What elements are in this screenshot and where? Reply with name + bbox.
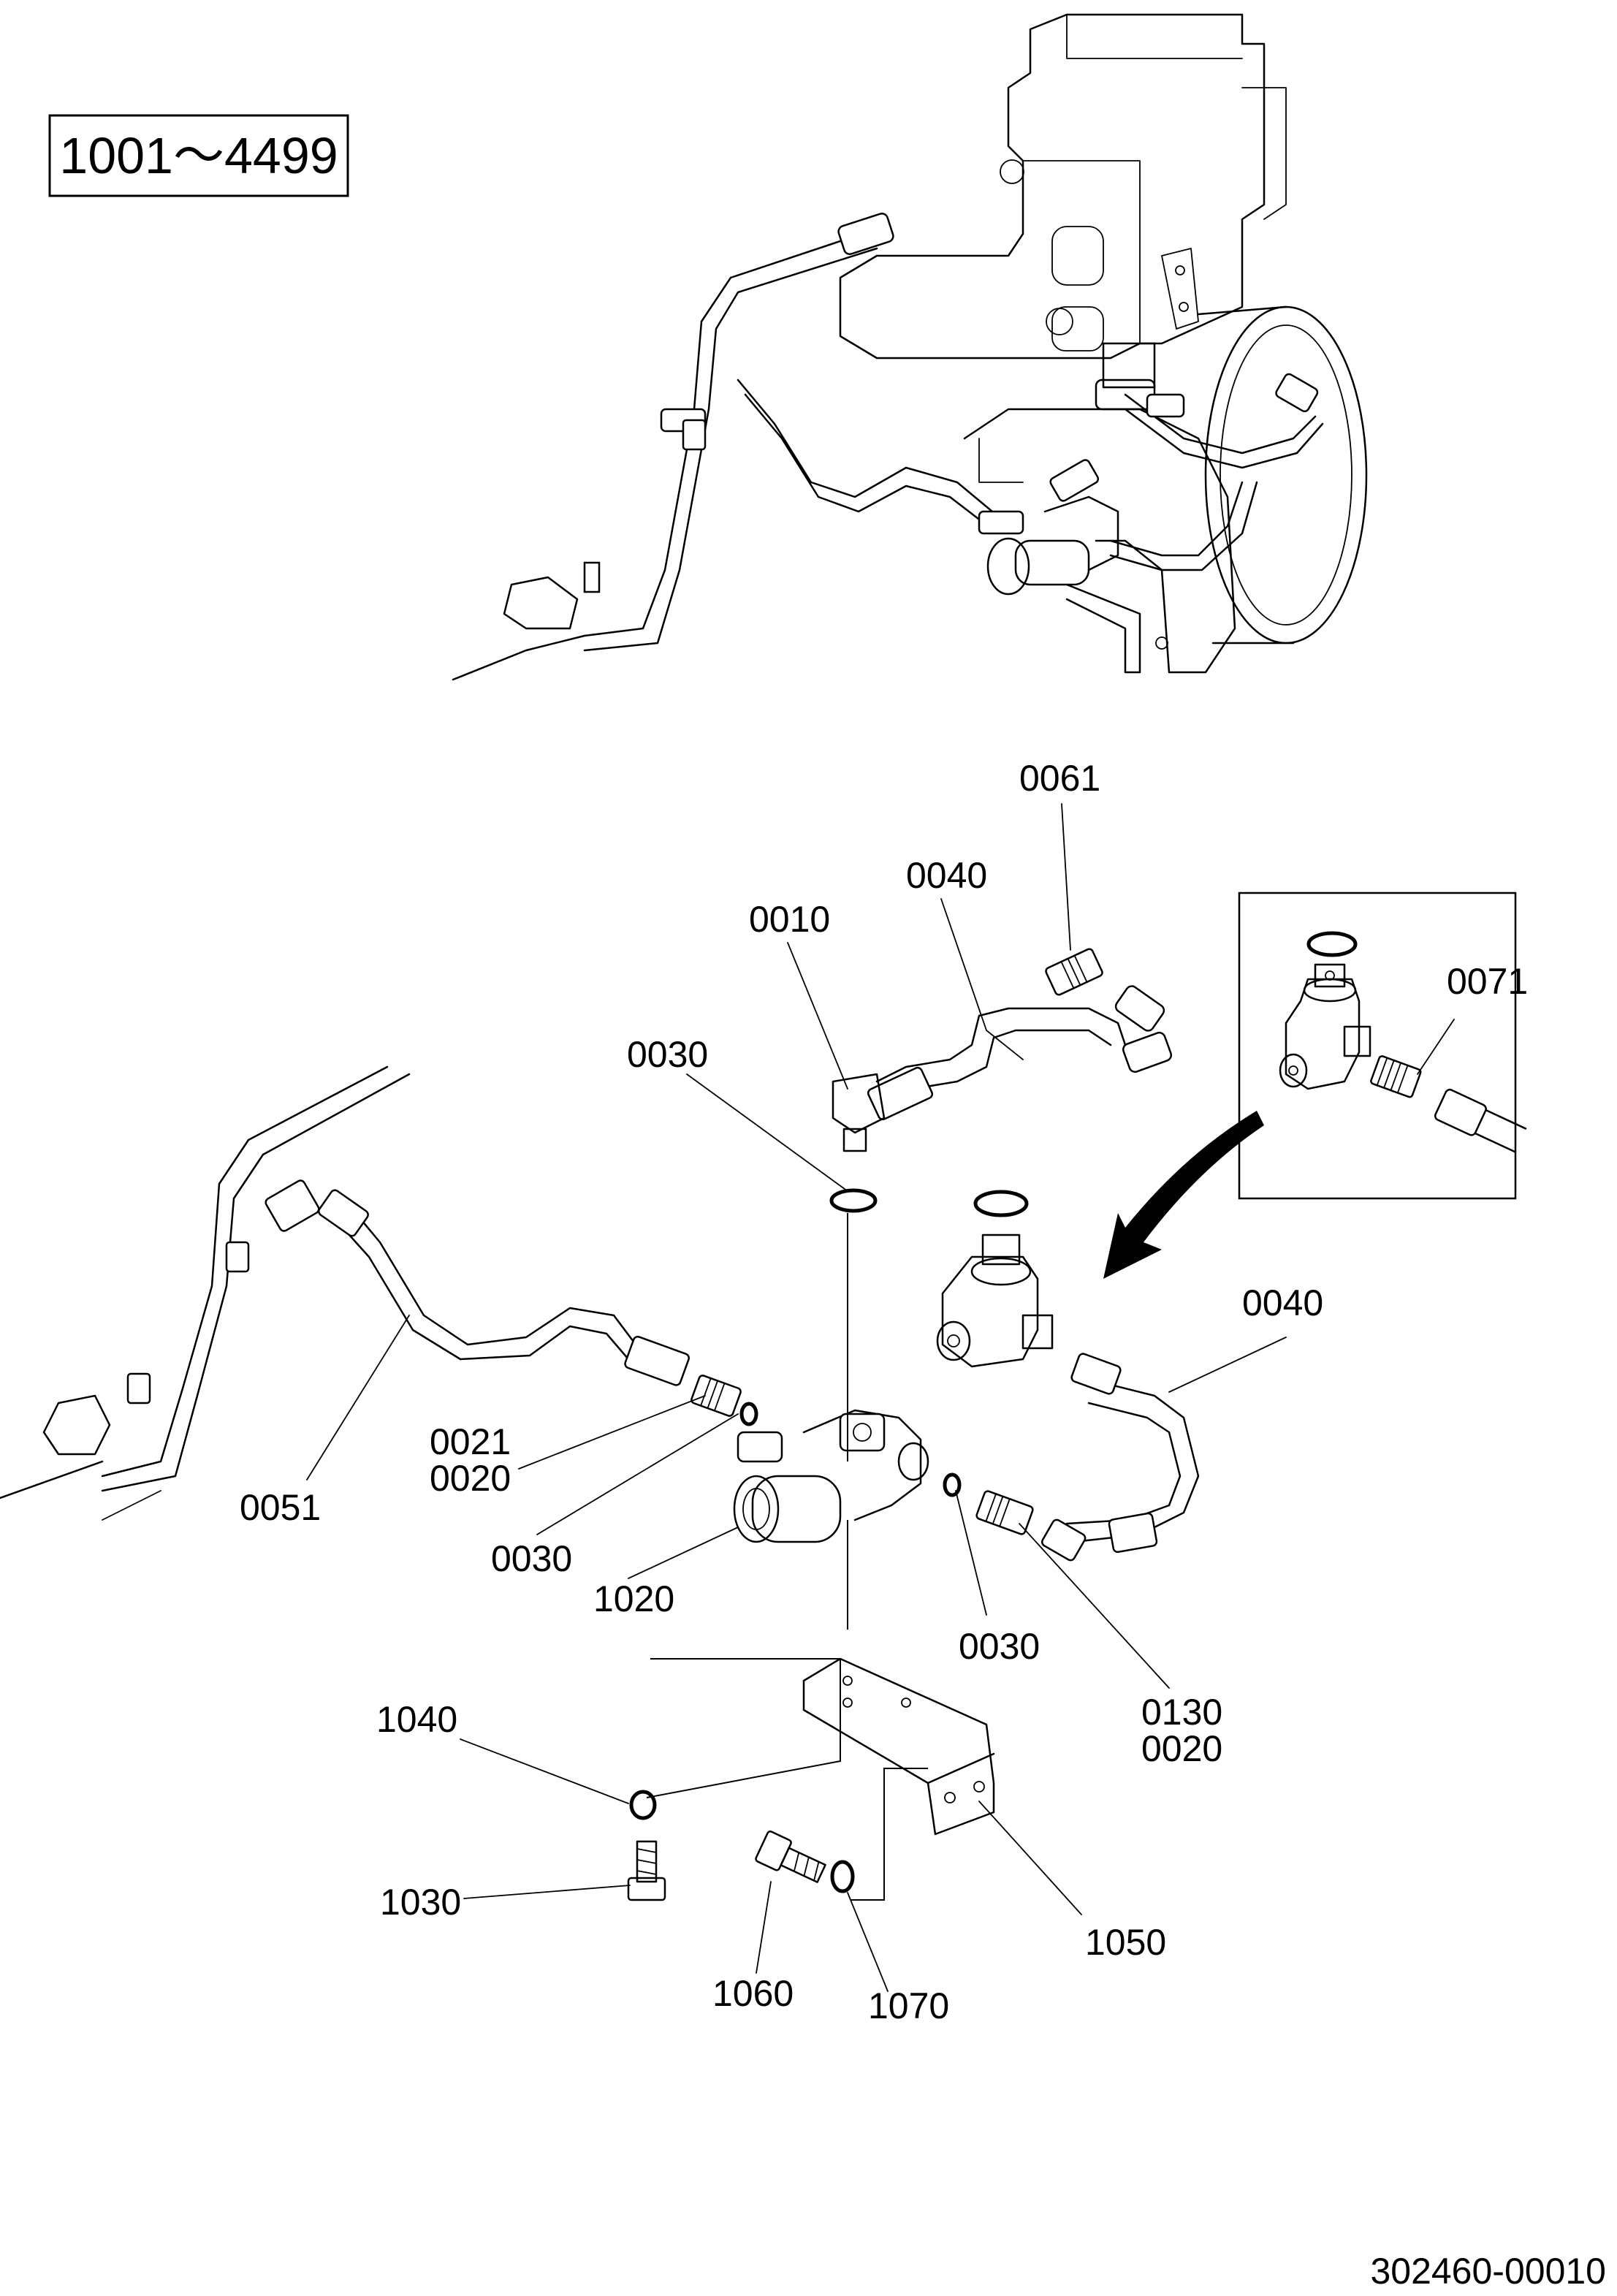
hose-0040-upper	[832, 948, 1173, 1152]
engine-outline-left	[0, 1065, 411, 1521]
callout-0061: 0061	[1019, 758, 1100, 799]
callout-0030-left: 0030	[491, 1538, 572, 1579]
bolt-1060	[755, 1831, 826, 1883]
washer-1040	[629, 1790, 657, 1820]
washer-1070	[830, 1860, 855, 1893]
callout-1040: 1040	[376, 1699, 457, 1740]
bracket-1050	[802, 1657, 995, 1836]
solenoid-valve-1020	[733, 1409, 929, 1543]
o-rings	[739, 1188, 1029, 1497]
callout-1050: 1050	[1085, 1922, 1166, 1963]
callout-labels: 0061 0040 0010 0030 0071 0040 0021 0020 …	[240, 758, 1528, 2026]
callout-0030-top: 0030	[627, 1034, 708, 1075]
callout-0051: 0051	[240, 1487, 321, 1528]
assembly-guides	[646, 1213, 928, 1901]
hose-0051	[265, 1179, 742, 1417]
callout-0040-lower: 0040	[1242, 1282, 1323, 1323]
callout-1070: 1070	[868, 1985, 949, 2026]
hose-0040-lower	[975, 1353, 1200, 1562]
assembly-overview-illustration	[452, 13, 1368, 681]
callout-0010: 0010	[749, 899, 830, 940]
o-ring-tee-top	[973, 1190, 1029, 1217]
drawing-number: 302460-00010	[1370, 2251, 1606, 2292]
callout-0020-right: 0020	[1141, 1728, 1222, 1769]
detail-inset	[1238, 892, 1527, 1200]
callout-0030-right: 0030	[959, 1626, 1040, 1667]
callout-1060: 1060	[712, 1973, 794, 2014]
detail-arrow	[1103, 1111, 1264, 1279]
callout-0021: 0021	[430, 1421, 511, 1462]
callout-0040-upper: 0040	[906, 855, 987, 896]
o-ring-0030-right	[943, 1472, 962, 1497]
tee-fitting	[936, 1233, 1054, 1368]
bolt-1030	[627, 1840, 666, 1901]
o-ring-0030-top	[829, 1188, 878, 1213]
callout-0020-left: 0020	[430, 1458, 511, 1499]
leader-lines	[306, 803, 1455, 1992]
callout-1030: 1030	[380, 1882, 461, 1923]
callout-0071: 0071	[1447, 961, 1528, 1002]
serial-range-text: 1001～4499	[59, 127, 338, 184]
serial-range-box: 1001～4499	[48, 114, 349, 197]
callout-1020: 1020	[593, 1578, 674, 1619]
callout-0130: 0130	[1141, 1692, 1222, 1733]
o-ring-0030-left	[739, 1402, 758, 1426]
